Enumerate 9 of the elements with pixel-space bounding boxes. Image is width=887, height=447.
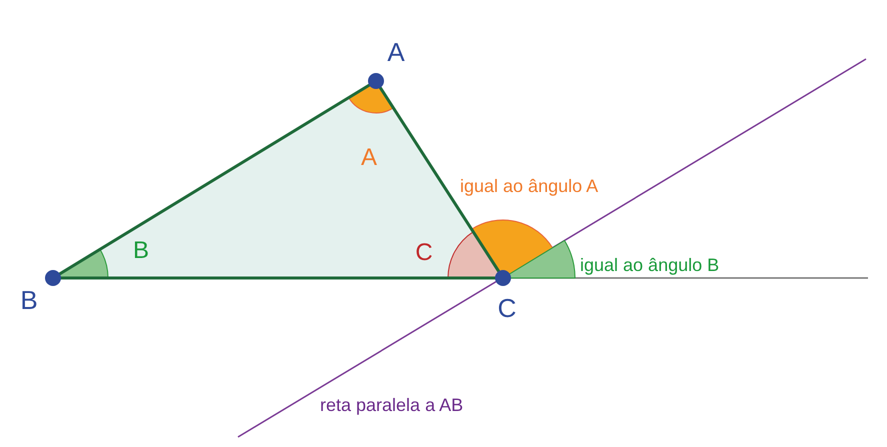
angle-annotation: igual ao ângulo B	[580, 256, 720, 274]
vertex-label: C	[498, 295, 516, 321]
vertex-label: B	[20, 287, 38, 313]
angle-annotation: igual ao ângulo A	[460, 177, 598, 195]
line-label: reta paralela a AB	[320, 396, 464, 414]
angle-label: A	[361, 146, 377, 170]
vertex-label: A	[387, 39, 405, 65]
angle-label: B	[133, 239, 149, 263]
angle-label: C	[415, 241, 433, 265]
